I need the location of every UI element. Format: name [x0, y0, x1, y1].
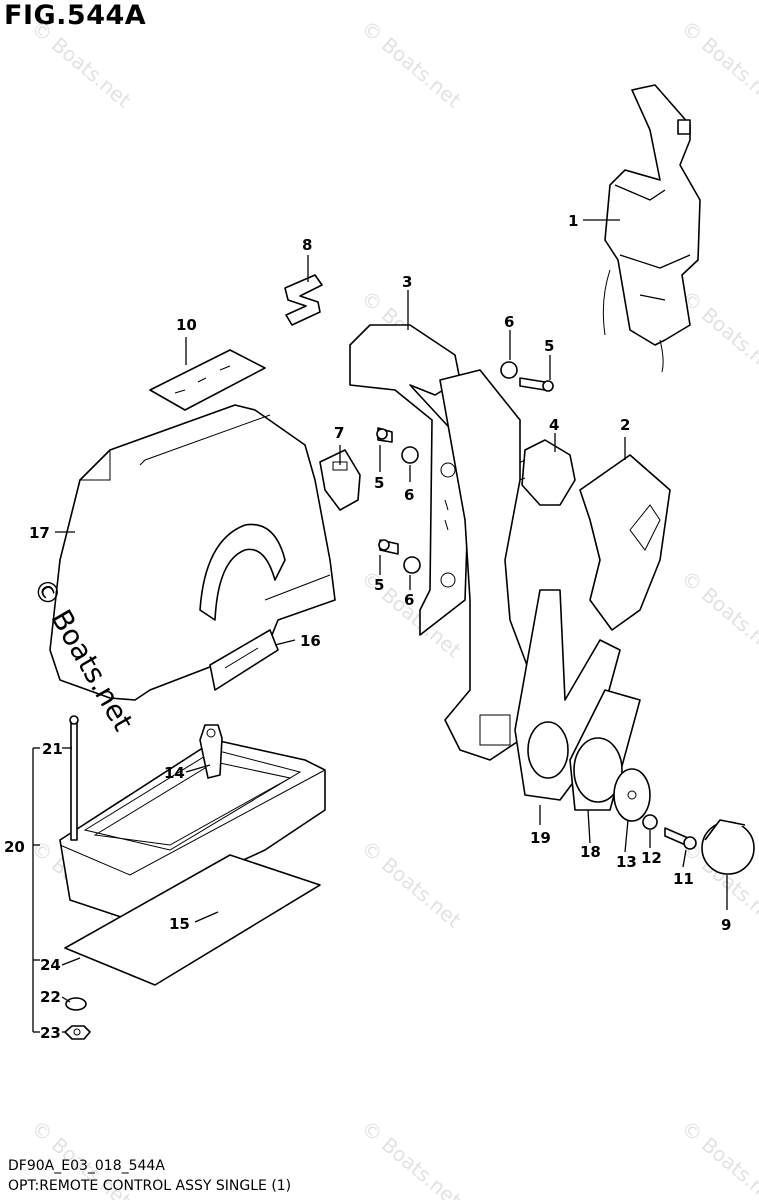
assembly-bracket: [32, 747, 40, 1033]
callout-11: 11: [673, 870, 694, 888]
callout-6c: 6: [404, 591, 414, 609]
part-19-lever-body: [439, 369, 641, 811]
callout-23: 23: [40, 1024, 61, 1042]
callout-5a: 5: [544, 337, 554, 355]
part-17-cover: [49, 404, 336, 701]
leader-lines: [55, 219, 728, 1033]
watermark-text: © Boats.net: [677, 1115, 759, 1200]
callout-7: 7: [334, 424, 344, 442]
part-10-label-plate: [149, 349, 266, 411]
callout-22: 22: [40, 988, 61, 1006]
callout-1: 1: [568, 212, 578, 230]
watermark-text: © Boats.net: [27, 15, 136, 112]
part-16-wedge: [209, 629, 279, 691]
callout-numbers: 1 2 3 4 5 5 5 6 6 6 7 8 9 10 11 12 13 14…: [4, 212, 731, 1042]
part-20-base-assembly: [59, 739, 326, 921]
callout-17: 17: [29, 524, 50, 542]
part-8-emblem: [284, 274, 323, 326]
screws-and-washers: [376, 361, 554, 574]
callout-14: 14: [164, 764, 185, 782]
callout-12: 12: [641, 849, 662, 867]
part-23-nut: [64, 1025, 91, 1040]
callout-19: 19: [530, 829, 551, 847]
callout-15: 15: [169, 915, 190, 933]
callout-10: 10: [176, 316, 197, 334]
figure-description: OPT:REMOTE CONTROL ASSY SINGLE (1): [8, 1178, 292, 1194]
part-7-bracket: [319, 449, 361, 511]
callout-4: 4: [549, 416, 559, 434]
callout-5c: 5: [374, 576, 384, 594]
part-13-disc: [613, 768, 651, 822]
callout-24: 24: [40, 956, 61, 974]
part-14-tab: [199, 724, 223, 779]
part-9-cap: [701, 819, 755, 875]
watermark-text: © Boats.net: [677, 285, 759, 382]
part-11-screw: [664, 827, 697, 850]
callout-20: 20: [4, 838, 25, 856]
callout-6a: 6: [504, 313, 514, 331]
part-1-remote-control-handle: [602, 84, 701, 373]
callout-13: 13: [616, 853, 637, 871]
watermark-text: © Boats.net: [677, 15, 759, 112]
watermark-text: © Boats.net: [357, 15, 466, 112]
figure-code: DF90A_E03_018_544A: [8, 1158, 165, 1174]
part-2-control-housing: [579, 454, 671, 631]
callout-3: 3: [402, 273, 412, 291]
figure-title: FIG.544A: [4, 0, 147, 31]
callout-6b: 6: [404, 486, 414, 504]
callout-16: 16: [300, 632, 321, 650]
watermark-text: © Boats.net: [357, 1115, 466, 1200]
callout-8: 8: [302, 236, 312, 254]
part-21-screw: [69, 715, 79, 841]
callout-9: 9: [721, 916, 731, 934]
callout-5b: 5: [374, 474, 384, 492]
callout-18: 18: [580, 843, 601, 861]
callout-2: 2: [620, 416, 630, 434]
watermark-text: © Boats.net: [677, 565, 759, 662]
watermark-text: © Boats.net: [357, 835, 466, 932]
callout-21: 21: [42, 740, 63, 758]
part-22-washer: [65, 997, 87, 1011]
part-24-gasket: [64, 854, 321, 986]
part-12-washer: [642, 814, 658, 830]
